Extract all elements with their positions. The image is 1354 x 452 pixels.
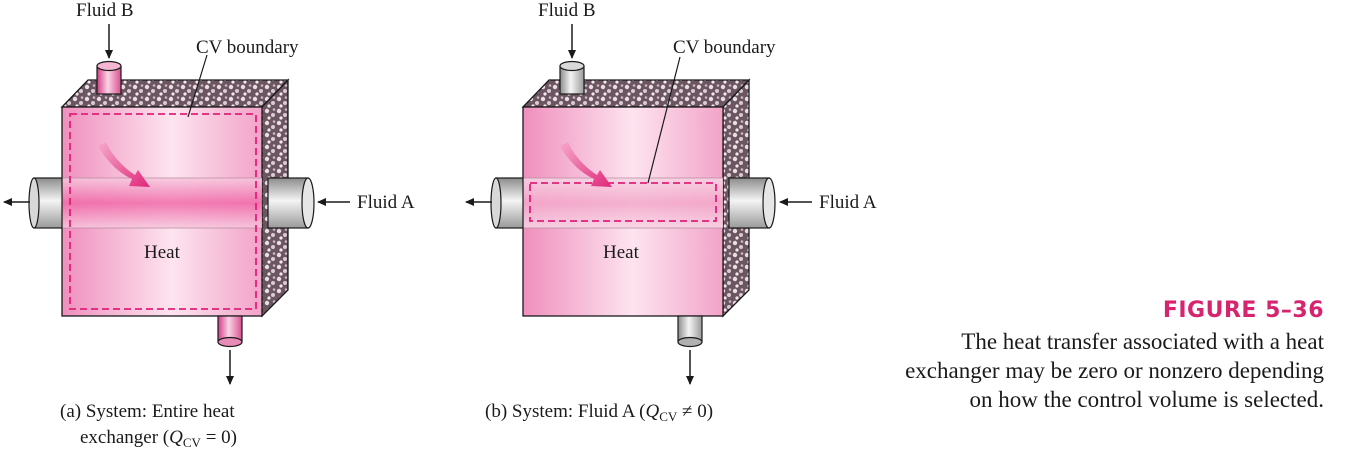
diagram-a: Fluid B CV boundary Fluid A Heat (a) Sys…: [3, 0, 415, 450]
heat-label: Heat: [603, 242, 640, 263]
fluid-a-label: Fluid A: [357, 192, 415, 213]
insulation-top: [521, 79, 751, 108]
heat-arrow: [560, 142, 612, 187]
right-pipe: [728, 177, 770, 229]
cv-boundary-label: CV boundary: [673, 37, 776, 58]
caption-a-line2: exchanger (QCV = 0): [80, 427, 237, 450]
tube-band: [62, 178, 262, 228]
insulation-top: [60, 79, 290, 108]
heat-arrow: [98, 142, 150, 187]
fluid-a-label: Fluid A: [819, 192, 877, 213]
right-pipe: [267, 177, 309, 229]
diagram-b: Fluid B CV boundary Fluid A Heat (b) Sys…: [465, 0, 877, 424]
cv-boundary-label: CV boundary: [196, 37, 299, 58]
heat-label: Heat: [144, 242, 181, 263]
fluid-b-label: Fluid B: [76, 0, 134, 21]
caption-b: (b) System: Fluid A (QCV ≠ 0): [485, 401, 713, 424]
cv-boundary-dashed: [529, 182, 717, 222]
cv-boundary-dashed: [69, 113, 257, 310]
caption-a-line1: (a) System: Entire heat: [60, 401, 235, 422]
figure-caption: FIGURE 5–36 The heat transfer associated…: [904, 298, 1324, 414]
tube-band: [523, 178, 723, 228]
fluid-b-label: Fluid B: [538, 0, 596, 21]
figure-number: FIGURE 5–36: [1162, 298, 1324, 323]
cv-boundary-leader: [187, 54, 208, 118]
figure-text: The heat transfer associated with a heat…: [905, 329, 1324, 412]
cv-boundary-leader: [647, 56, 681, 184]
